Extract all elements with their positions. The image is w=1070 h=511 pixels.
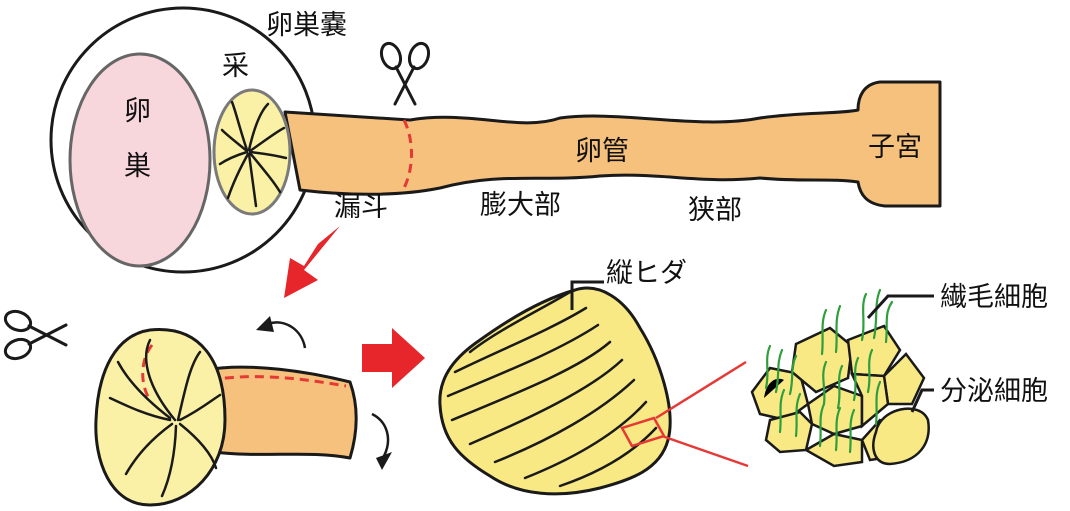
- label-ovary-line2: 巣: [124, 151, 151, 182]
- label-isthmus: 狭部: [688, 195, 742, 226]
- scissors-icon: [3, 308, 66, 362]
- rotate-arrow-bottom-icon: [372, 414, 392, 470]
- label-ampulla: 膨大部: [480, 190, 561, 221]
- label-ovary-line1: 卵: [124, 96, 151, 127]
- fimbria: [214, 90, 290, 214]
- opened-tube: [205, 367, 356, 458]
- arrow-down-left-icon: [284, 226, 340, 298]
- label-oviduct: 卵管: [575, 136, 629, 167]
- label-uterus: 子宮: [868, 132, 922, 163]
- label-fimbria: 采: [222, 51, 249, 82]
- label-longitudinal-folds: 縦ヒダ: [606, 258, 687, 289]
- label-ciliated-cell: 繊毛細胞: [940, 282, 1048, 313]
- longitudinal-folds: [440, 288, 670, 494]
- opened-fimbria: [96, 330, 225, 505]
- scissors-icon: [378, 41, 432, 104]
- label-ovarian-bursa: 卵巣嚢: [266, 10, 347, 41]
- arrow-right-icon: [362, 328, 425, 388]
- label-infundibulum: 漏斗: [334, 192, 388, 223]
- label-secretory-cell: 分泌細胞: [940, 376, 1048, 407]
- rotate-arrow-top-icon: [256, 316, 305, 348]
